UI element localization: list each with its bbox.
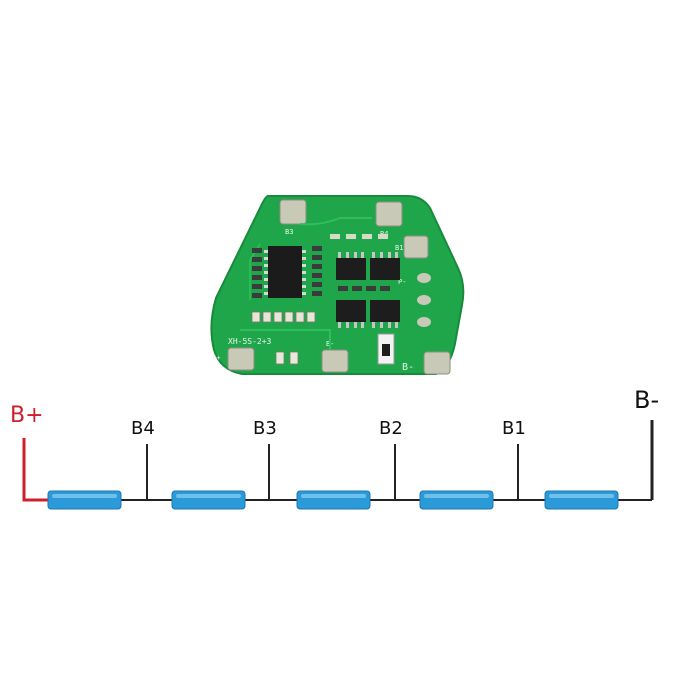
label-b4: B4 xyxy=(131,418,155,439)
battery-cell xyxy=(296,490,371,510)
mosfet xyxy=(336,258,366,280)
battery-cells xyxy=(47,490,619,510)
positive-wire xyxy=(22,438,48,502)
test-pad xyxy=(417,273,431,283)
connector-header xyxy=(251,311,316,323)
label-b1: B1 xyxy=(502,418,526,439)
pcb-label-b-minus: B- xyxy=(402,362,414,373)
pad-b4 xyxy=(375,201,403,227)
resistor-column-left xyxy=(252,248,262,298)
label-b-plus: B+ xyxy=(10,403,44,428)
pad-b-minus xyxy=(423,351,451,375)
battery-cell xyxy=(544,490,619,510)
pcb-label-b-plus: B+ xyxy=(212,354,220,362)
resistor-column-right xyxy=(312,246,322,296)
pcb-label-b3: B3 xyxy=(285,228,293,236)
label-b2: B2 xyxy=(379,418,403,439)
small-component-body xyxy=(382,344,390,356)
mosfet xyxy=(336,300,366,322)
mosfet xyxy=(370,258,400,280)
pad-mid xyxy=(321,349,349,373)
pad-b-plus xyxy=(227,347,255,371)
test-pad xyxy=(417,317,431,327)
battery-cell xyxy=(419,490,494,510)
pcb-silkscreen-code: XH-5S-2+3 xyxy=(228,337,272,346)
pcb-label-b1: B1 xyxy=(395,244,403,252)
label-b-minus: B- xyxy=(634,386,659,414)
pad-b3 xyxy=(279,199,307,225)
test-pad xyxy=(417,295,431,305)
pcb-label-p-minus: P- xyxy=(398,278,406,286)
battery-cell xyxy=(47,490,122,510)
pad-b1 xyxy=(403,235,429,259)
pcb-trace xyxy=(299,217,372,226)
mosfet xyxy=(370,300,400,322)
bms-ic-chip xyxy=(264,246,306,298)
pcb-board: B3 B4 B1 B+ B- B- P- xyxy=(210,195,465,375)
wiring-diagram: B+ B4 B3 B2 B1 B- xyxy=(10,386,659,510)
mosfet-group xyxy=(336,252,400,328)
bottom-pads xyxy=(275,351,299,365)
resistor-row-middle xyxy=(338,286,390,291)
pcb-outline xyxy=(210,195,465,375)
capacitor-row-top xyxy=(330,234,388,239)
battery-cell xyxy=(171,490,246,510)
label-b3: B3 xyxy=(253,418,277,439)
pcb-trace xyxy=(240,329,331,350)
